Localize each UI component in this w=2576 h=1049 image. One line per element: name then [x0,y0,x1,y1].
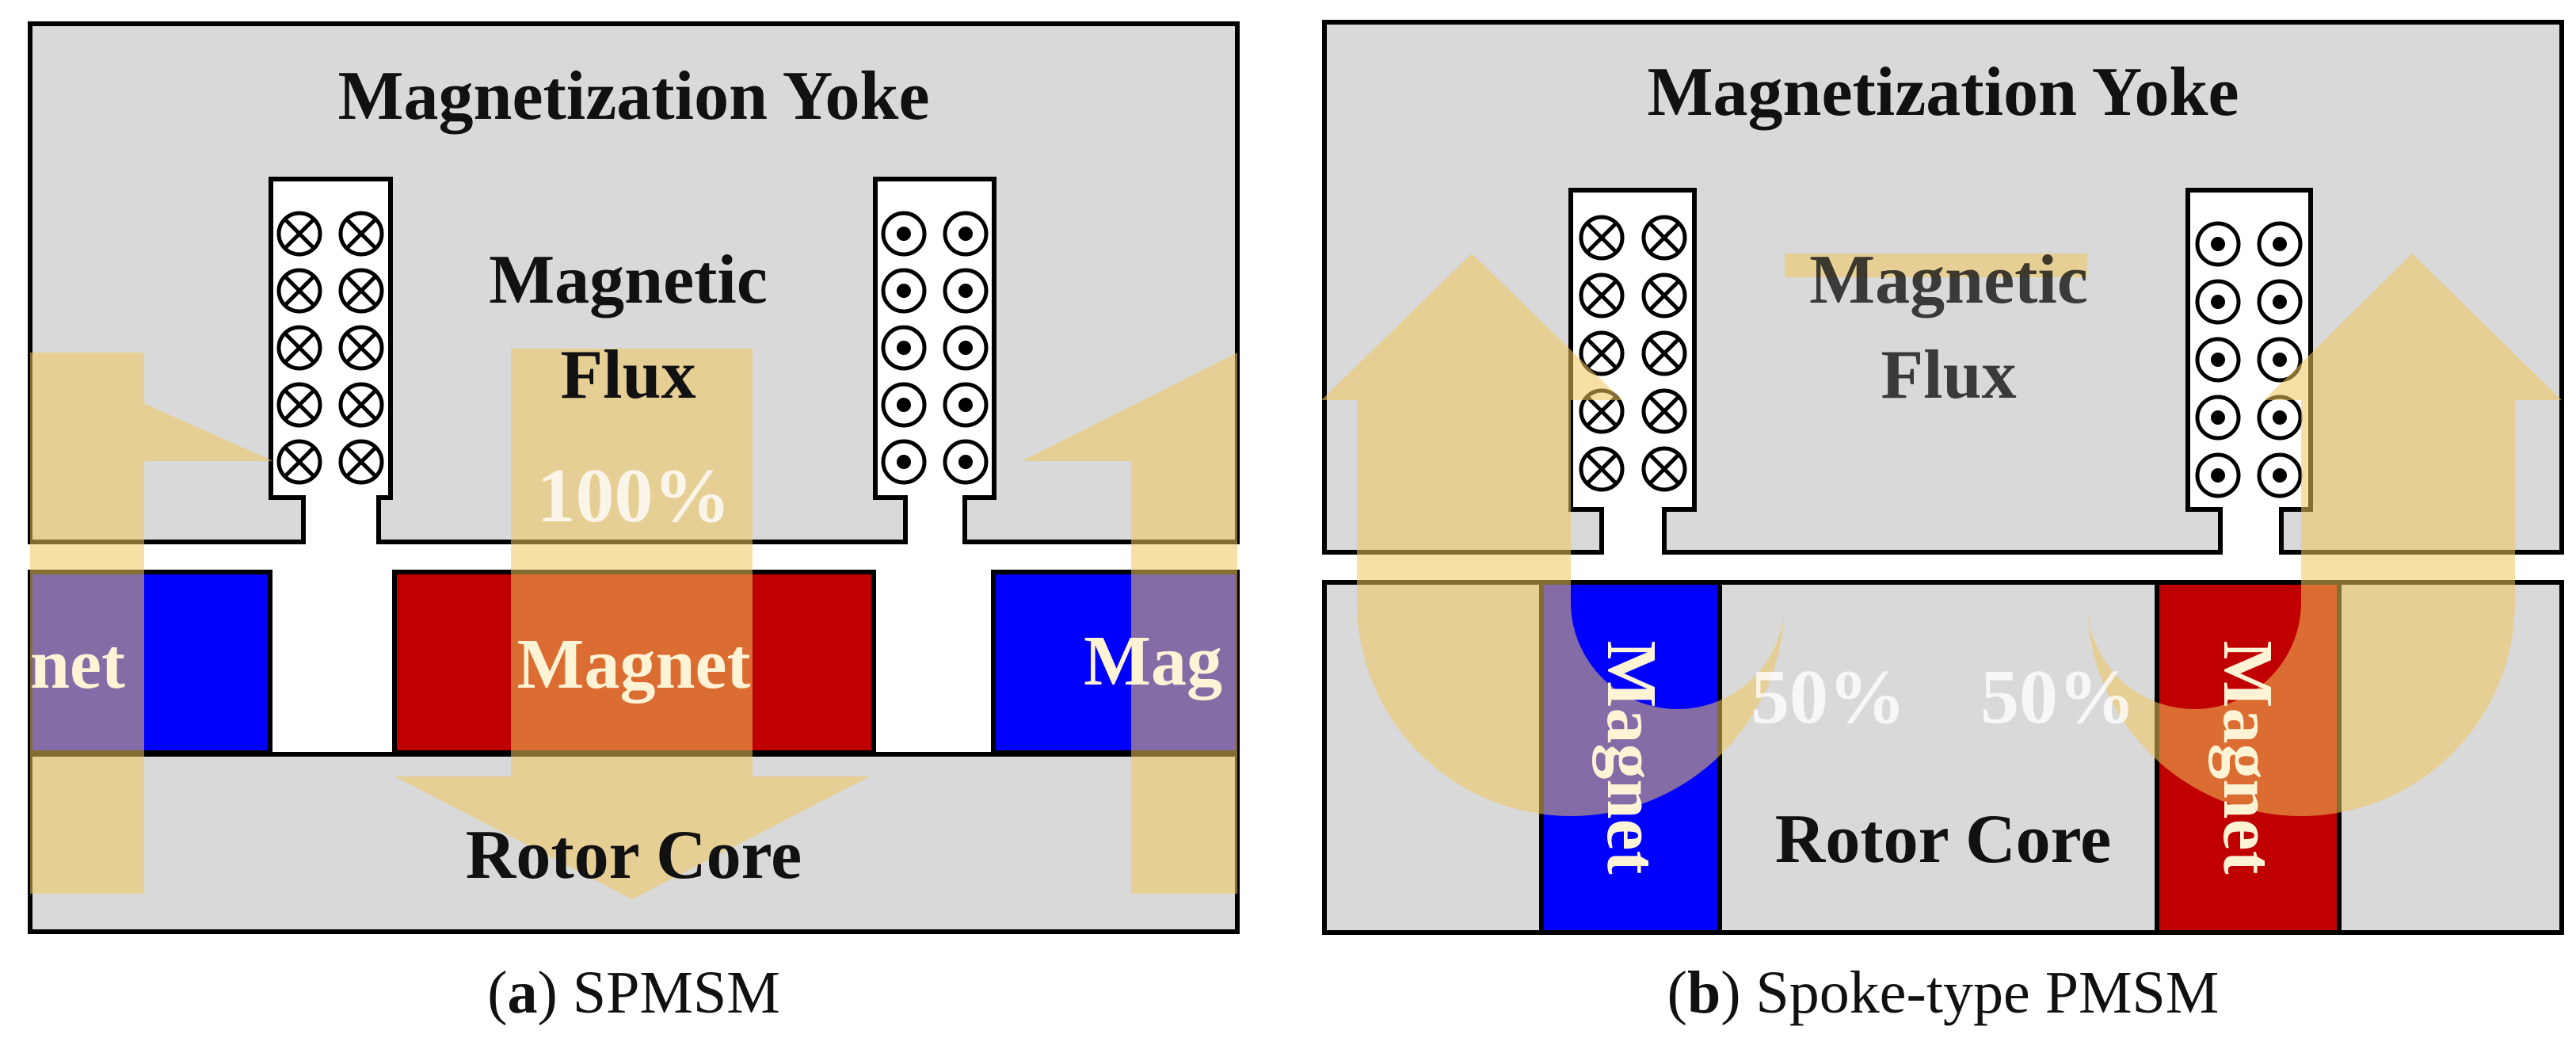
panel-a-flux-arrows [30,349,1237,899]
panel-b-rotor-label: Rotor Core [1775,801,2111,878]
panel-a: Magnetization Yoke Magnetic Flux 100% ne… [28,21,1240,1026]
cross-circle-icon [1641,388,1687,434]
panel-b-caption: (b) Spoke-type PMSM [1667,959,2220,1026]
panel-a-center-magnet-label: Magnet [517,625,751,704]
dot-circle-icon [881,268,927,314]
dot-circle-icon [943,211,989,257]
panel-a-flux-percent: 100% [537,453,731,539]
panel-b-right-percent: 50% [1980,654,2136,740]
dot-circle-icon [881,439,927,485]
dot-circle-icon [2195,221,2241,267]
panel-b-right-magnet-label: Magnet [2208,641,2287,875]
panel-b-caption-letter: b [1687,959,1721,1026]
panel-a-left-winding [276,211,384,485]
dot-circle-icon [881,382,927,428]
panel-b-flux-label-line2: Flux [1881,337,2016,414]
dot-circle-icon [2257,452,2303,498]
cross-circle-icon [1641,273,1687,319]
panel-b-caption-text: Spoke-type PMSM [1756,959,2220,1026]
cross-circle-icon [1641,330,1687,376]
panel-a-right-magnet-label: Mag [1084,622,1222,700]
cross-circle-icon [338,439,384,485]
dot-circle-icon [943,439,989,485]
dot-circle-icon [2257,395,2303,441]
dot-circle-icon [881,211,927,257]
panel-a-left-magnet-label: net [30,625,125,704]
panel-a-yoke [28,21,1240,544]
cross-circle-icon [276,211,322,257]
dot-circle-icon [2195,279,2241,325]
cross-circle-icon [1579,446,1625,492]
cross-circle-icon [338,325,384,371]
cross-circle-icon [1579,330,1625,376]
panel-a-flux-label-line2: Flux [560,337,695,414]
panel-b-left-percent: 50% [1751,654,1906,740]
dot-circle-icon [943,382,989,428]
cross-circle-icon [1641,215,1687,261]
panel-b: Magnetization Yoke Magnetic Flux 50% 50%… [1321,20,2564,1026]
panel-b-flux-center-band [1785,254,2087,277]
dot-circle-icon [2195,337,2241,383]
panel-a-flux-arrow-up-left [30,353,273,894]
panel-b-left-magnet-label: Magnet [1592,641,1671,875]
panel-b-flux-label-line1: Magnetic [1809,242,2088,319]
dot-circle-icon [2195,452,2241,498]
panel-b-left-winding [1579,215,1687,492]
dot-circle-icon [943,268,989,314]
cross-circle-icon [276,382,322,428]
panel-b-flux-arrow-right-u [2087,254,2562,816]
panel-b-flux-arrow-left-u [1321,254,1785,816]
panel-a-caption: (a) SPMSM [487,959,780,1026]
panel-b-yoke-label: Magnetization Yoke [1647,54,2239,131]
panel-a-flux-arrow-down [394,349,870,899]
cross-circle-icon [338,211,384,257]
dot-circle-icon [2195,395,2241,441]
dot-circle-icon [2257,337,2303,383]
panel-b-right-winding [2195,221,2303,498]
dot-circle-icon [881,325,927,371]
panel-a-flux-label-line1: Magnetic [489,242,768,319]
panel-b-yoke [1322,20,2564,555]
dot-circle-icon [2257,221,2303,267]
cross-circle-icon [1579,273,1625,319]
cross-circle-icon [1641,446,1687,492]
cross-circle-icon [338,268,384,314]
panel-a-flux-arrow-up-right [1022,353,1237,894]
cross-circle-icon [1579,215,1625,261]
cross-circle-icon [276,268,322,314]
panel-a-caption-letter: a [508,959,538,1026]
panel-a-caption-text: SPMSM [573,959,780,1026]
cross-circle-icon [276,439,322,485]
dot-circle-icon [943,325,989,371]
cross-circle-icon [276,325,322,371]
panel-b-flux-arrows [1321,254,2562,816]
panel-a-yoke-label: Magnetization Yoke [337,58,929,135]
dot-circle-icon [2257,279,2303,325]
panel-a-right-winding [881,211,989,485]
panel-a-rotor-label: Rotor Core [466,817,802,894]
cross-circle-icon [338,382,384,428]
